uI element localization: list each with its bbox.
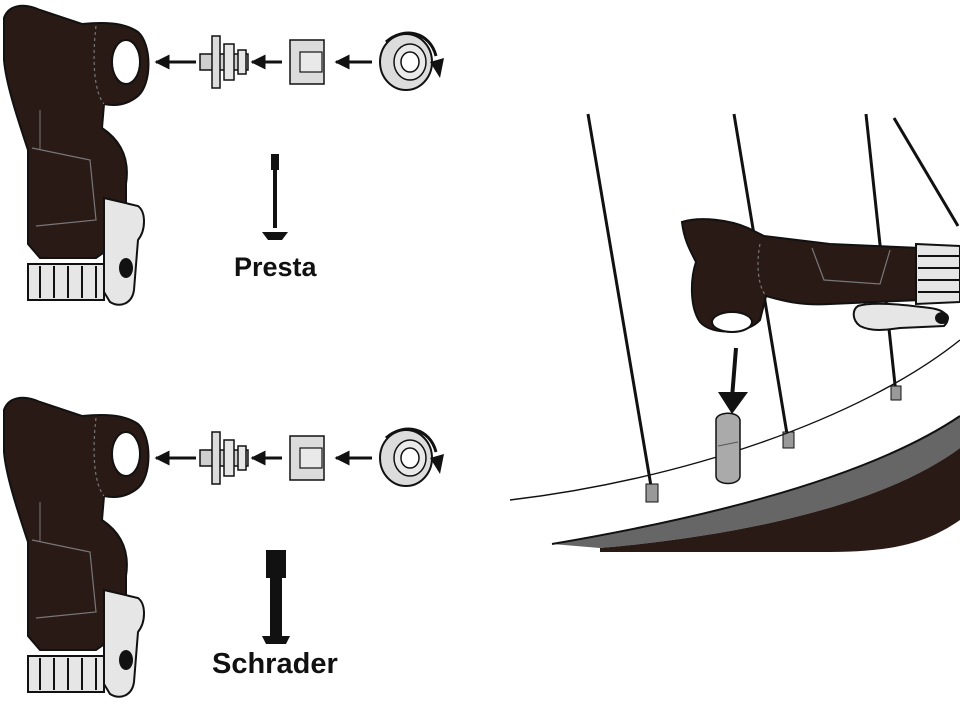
valve-stem-on-wheel [715,412,741,485]
pump-head-presta [3,4,150,306]
arrow-down-icon [718,347,748,414]
pump-head-mounted [680,218,960,333]
pump-head-schrader [3,396,150,698]
presta-label: Presta [234,252,317,282]
schrader-valve-icon [262,550,290,644]
valve-parts-presta [156,33,444,90]
valve-parts-schrader [156,429,444,486]
schrader-label: Schrader [212,648,338,680]
wheel-illustration [509,113,960,552]
presta-valve-icon [262,154,288,240]
